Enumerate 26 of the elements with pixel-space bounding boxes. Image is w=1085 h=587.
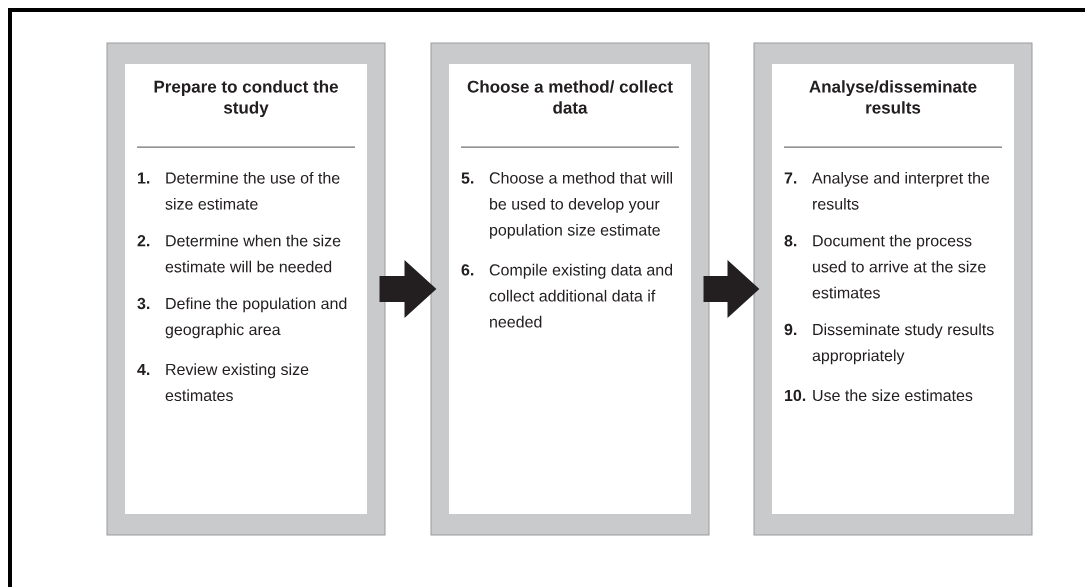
step-number: 8. <box>784 235 797 247</box>
panel-heading: Analyse/disseminate results <box>809 80 977 114</box>
step-number: 10. <box>785 389 806 402</box>
panel-heading: Prepare to conduct the study <box>154 80 338 118</box>
step-number: 4. <box>137 363 150 375</box>
step-text: Define the population and geographic area <box>165 297 347 339</box>
step-text: Review existing size estimates <box>165 363 309 402</box>
step-text: Analyse and interpret the results <box>812 171 990 210</box>
step-number: 2. <box>137 235 150 247</box>
step-text: Disseminate study results appropriately <box>812 323 994 365</box>
step-number: 9. <box>784 323 797 336</box>
step-text: Determine the use of the size estimate <box>165 171 340 210</box>
step-number: 3. <box>137 297 150 310</box>
step-number: 5. <box>461 172 474 184</box>
step-number: 7. <box>784 172 797 184</box>
step-text: Determine when the size estimate will be needed <box>165 234 341 273</box>
step-number: 1. <box>138 172 150 184</box>
step-number: 6. <box>461 264 474 276</box>
step-text: Compile existing data and collect additional data if needed <box>489 263 673 328</box>
step-panel <box>753 42 1033 536</box>
panel-heading: Choose a method/ collect data <box>467 80 673 114</box>
step-text: Document the process used to arrive at the size estimates <box>812 234 986 299</box>
step-panel <box>106 42 386 536</box>
step-panel <box>430 42 710 536</box>
step-text: Choose a method that will be used to develop your population size estimate <box>489 171 672 239</box>
step-text: Use the size estimates <box>813 389 973 402</box>
